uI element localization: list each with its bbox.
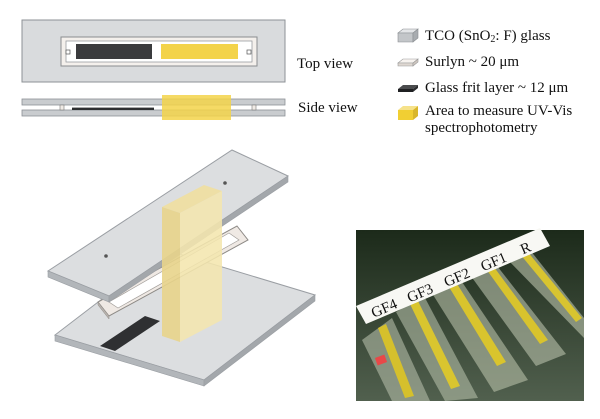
top-view-uvvis-area [161,44,238,59]
photo-label-strip [356,228,550,324]
legend-label-uvvis-line1: Area to measure UV-Vis [425,103,573,119]
legend-label-uvvis-line2: spectrophotometry [425,120,538,136]
top-view-hole-right [246,49,252,55]
side-view-uvvis-area [162,95,231,120]
side-view-surlyn-left [59,104,65,111]
exploded-uvvis-column-front [180,191,222,342]
exploded-uvvis-column-side [162,207,180,342]
side-view-label: Side view [298,100,358,116]
photo-red-mark [374,354,388,366]
photo-strip-gf1 [484,263,548,344]
photo-strip-gf2 [446,279,506,366]
side-view-top-glass [21,98,286,106]
side-view-bottom-glass [21,109,286,117]
photo-strip-gf4 [378,324,414,398]
top-view-diagram [21,19,286,83]
exploded-view-diagram [46,149,317,387]
top-view-frit-layer [76,44,152,59]
top-view-hole-left [65,49,71,55]
legend-label-frit: Glass frit layer ~ 12 μm [425,80,569,96]
photo-slide-r [506,250,584,338]
side-view-diagram [21,95,286,120]
legend-swatches [397,28,419,120]
exploded-uvvis-column-top [162,185,222,213]
exploded-top-glass-hole-back [223,181,227,185]
top-view-label: Top view [297,56,354,72]
legend-label-tco: TCO (SnO2: F) glass [425,28,551,45]
sample-photo: GF4 GF3 GF2 GF1 R [356,228,584,401]
side-view-surlyn-right [251,104,257,111]
legend-swatch-frit [398,85,418,92]
side-view-frit-layer [72,107,154,110]
legend-swatch-surlyn [397,58,419,67]
legend-swatch-tco [397,28,419,43]
legend-swatch-uvvis [398,106,418,120]
photo-strip-r [520,251,582,322]
legend-label-surlyn: Surlyn ~ 20 μm [425,54,520,70]
exploded-top-glass-hole-front [104,254,108,258]
photo-strip-gf3 [410,301,460,389]
exploded-frit-layer [100,316,160,351]
exploded-bottom-glass-side [203,294,316,387]
exploded-surlyn-edge [97,301,110,320]
